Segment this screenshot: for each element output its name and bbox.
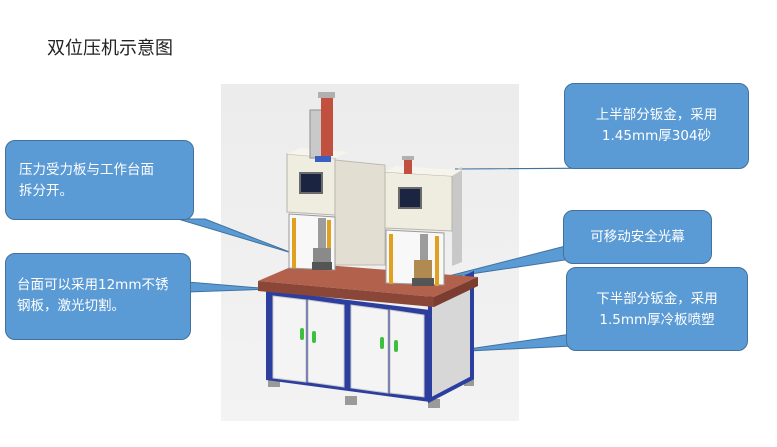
table-top-side — [434, 277, 478, 307]
callout-top-sheet-metal-line-1: 上半部分钣金，采用 — [595, 107, 718, 123]
left-ram-head — [313, 248, 331, 262]
right-station — [384, 156, 462, 286]
callout-press-plate: 压力受力板与工作台面 拆分开。 — [5, 140, 194, 220]
right-cylinder-red — [404, 158, 412, 174]
callout-light-curtain-line-1: 可移动安全光幕 — [590, 229, 685, 245]
left-ram — [318, 218, 326, 250]
callout-table-top-line-2: 钢板，激光切割。 — [17, 298, 125, 314]
cabinet-doors — [272, 295, 425, 398]
right-ram-head — [414, 260, 432, 278]
callout-press-plate-line-1: 压力受力板与工作台面 — [19, 162, 154, 178]
cabinet-door-2 — [307, 299, 345, 388]
table-top-edge — [258, 281, 434, 307]
left-cylinder-red — [321, 96, 333, 156]
table-top — [258, 263, 478, 297]
right-light-curtain-b — [435, 236, 439, 286]
right-fixture — [412, 278, 434, 286]
left-light-curtain-b — [327, 220, 331, 270]
callout-top-sheet-metal: 上半部分钣金，采用 1.45mm厚304砂 — [564, 83, 749, 169]
left-light-curtain-a — [292, 218, 296, 268]
right-hmi-screen — [398, 187, 422, 209]
upper-enclosure-side — [452, 167, 462, 266]
left-cylinder-cap — [318, 92, 335, 98]
callout-bottom-sheet-metal-line-2: 1.5mm厚冷板喷塑 — [599, 312, 715, 328]
callout-bottom-sheet-metal-line-1: 下半部分钣金，采用 — [596, 291, 718, 307]
left-fixture — [312, 262, 332, 270]
callout-press-plate-line-2: 拆分开。 — [19, 183, 73, 199]
door-handles — [300, 328, 398, 352]
callout-table-top: 台面可以采用12mm不锈 钢板，激光切割。 — [5, 253, 191, 340]
right-light-curtain-a — [389, 234, 393, 284]
page-title: 双位压机示意图 — [47, 38, 173, 59]
upper-enclosure-middle — [334, 159, 386, 266]
cabinet-door-1 — [272, 295, 307, 383]
cabinet-door-4 — [389, 309, 425, 398]
right-ram — [420, 234, 428, 262]
callout-top-sheet-metal-line-2: 1.45mm厚304砂 — [601, 128, 712, 144]
left-station — [286, 92, 348, 271]
right-cylinder-cap — [402, 156, 414, 160]
left-hmi-screen — [299, 172, 323, 194]
callout-light-curtain: 可移动安全光幕 — [563, 210, 712, 264]
pointer-press-plate — [177, 218, 293, 254]
cabinet-door-3 — [350, 304, 389, 394]
callout-bottom-sheet-metal: 下半部分钣金，采用 1.5mm厚冷板喷塑 — [566, 267, 748, 351]
left-cylinder-base — [315, 156, 331, 162]
cabinet-front-frame — [266, 290, 430, 402]
callout-table-top-line-1: 台面可以采用12mm不锈 — [17, 277, 169, 293]
